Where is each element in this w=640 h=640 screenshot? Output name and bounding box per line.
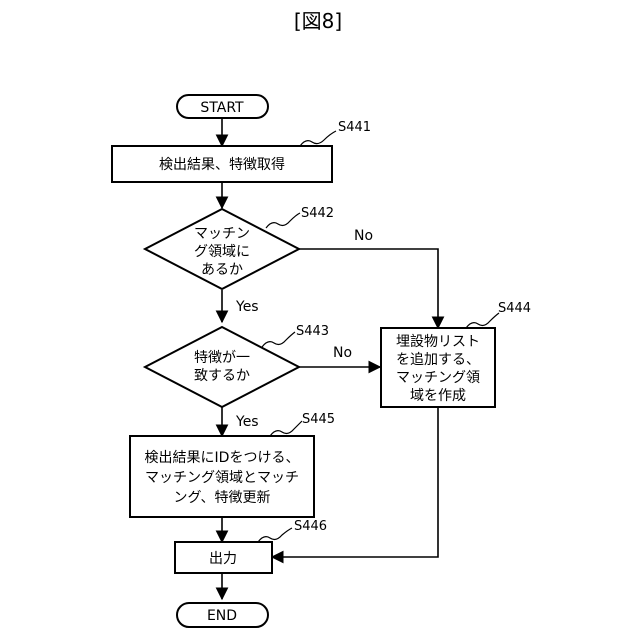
edge-label-s443-yes: Yes (235, 414, 259, 430)
s445-text-line1: 検出結果にIDをつける、 (145, 450, 300, 466)
end-terminal: END (177, 603, 268, 627)
s444-text-line3: マッチング領 (396, 369, 480, 386)
figure-title: [図8] (294, 9, 342, 33)
edge-label-s443-no: No (333, 345, 352, 361)
start-label: START (200, 100, 244, 116)
s446-leader (258, 528, 292, 542)
s445-leader (270, 421, 302, 436)
s446-text: 出力 (209, 551, 237, 567)
process-s445: 検出結果にIDをつける、 マッチング領域とマッチ ング、特徴更新 (130, 436, 314, 517)
process-s444: 埋設物リスト を追加する、 マッチング領 域を作成 (381, 328, 495, 407)
s444-text-line4: 域を作成 (410, 388, 466, 404)
s444-text-line1: 埋設物リスト (396, 334, 480, 350)
end-label: END (207, 608, 237, 624)
s442-text-line3: あるか (201, 262, 243, 278)
s445-text-line2: マッチング領域とマッチ (145, 469, 299, 486)
s443-leader (262, 332, 295, 347)
s442-text-line1: マッチン (194, 226, 250, 242)
decision-s443: 特徴が一 致するか (145, 327, 299, 407)
step-label-s441: S441 (338, 120, 371, 135)
s444-text-line2: を追加する、 (396, 352, 480, 368)
s442-leader (266, 213, 300, 228)
step-label-s444: S444 (498, 301, 531, 316)
s443-text-line1: 特徴が一 (194, 350, 250, 366)
s443-text-line2: 致するか (194, 368, 250, 384)
step-label-s445: S445 (302, 412, 335, 427)
arrow-s442-no-to-s444 (299, 249, 438, 328)
step-label-s442: S442 (301, 206, 334, 221)
decision-s442: マッチン グ領域に あるか (145, 209, 299, 289)
start-terminal: START (177, 95, 268, 118)
edge-label-s442-yes: Yes (235, 299, 259, 315)
step-label-s443: S443 (296, 324, 329, 339)
step-label-s446: S446 (294, 519, 327, 534)
s441-text: 検出結果、特徴取得 (159, 156, 285, 173)
s445-text-line3: ング、特徴更新 (173, 490, 270, 506)
s441-leader (300, 131, 336, 146)
process-s441: 検出結果、特徴取得 (112, 146, 332, 182)
s444-leader (466, 313, 499, 328)
edge-label-s442-no: No (354, 228, 373, 244)
process-s446: 出力 (175, 542, 272, 573)
s442-text-line2: グ領域に (194, 243, 250, 260)
